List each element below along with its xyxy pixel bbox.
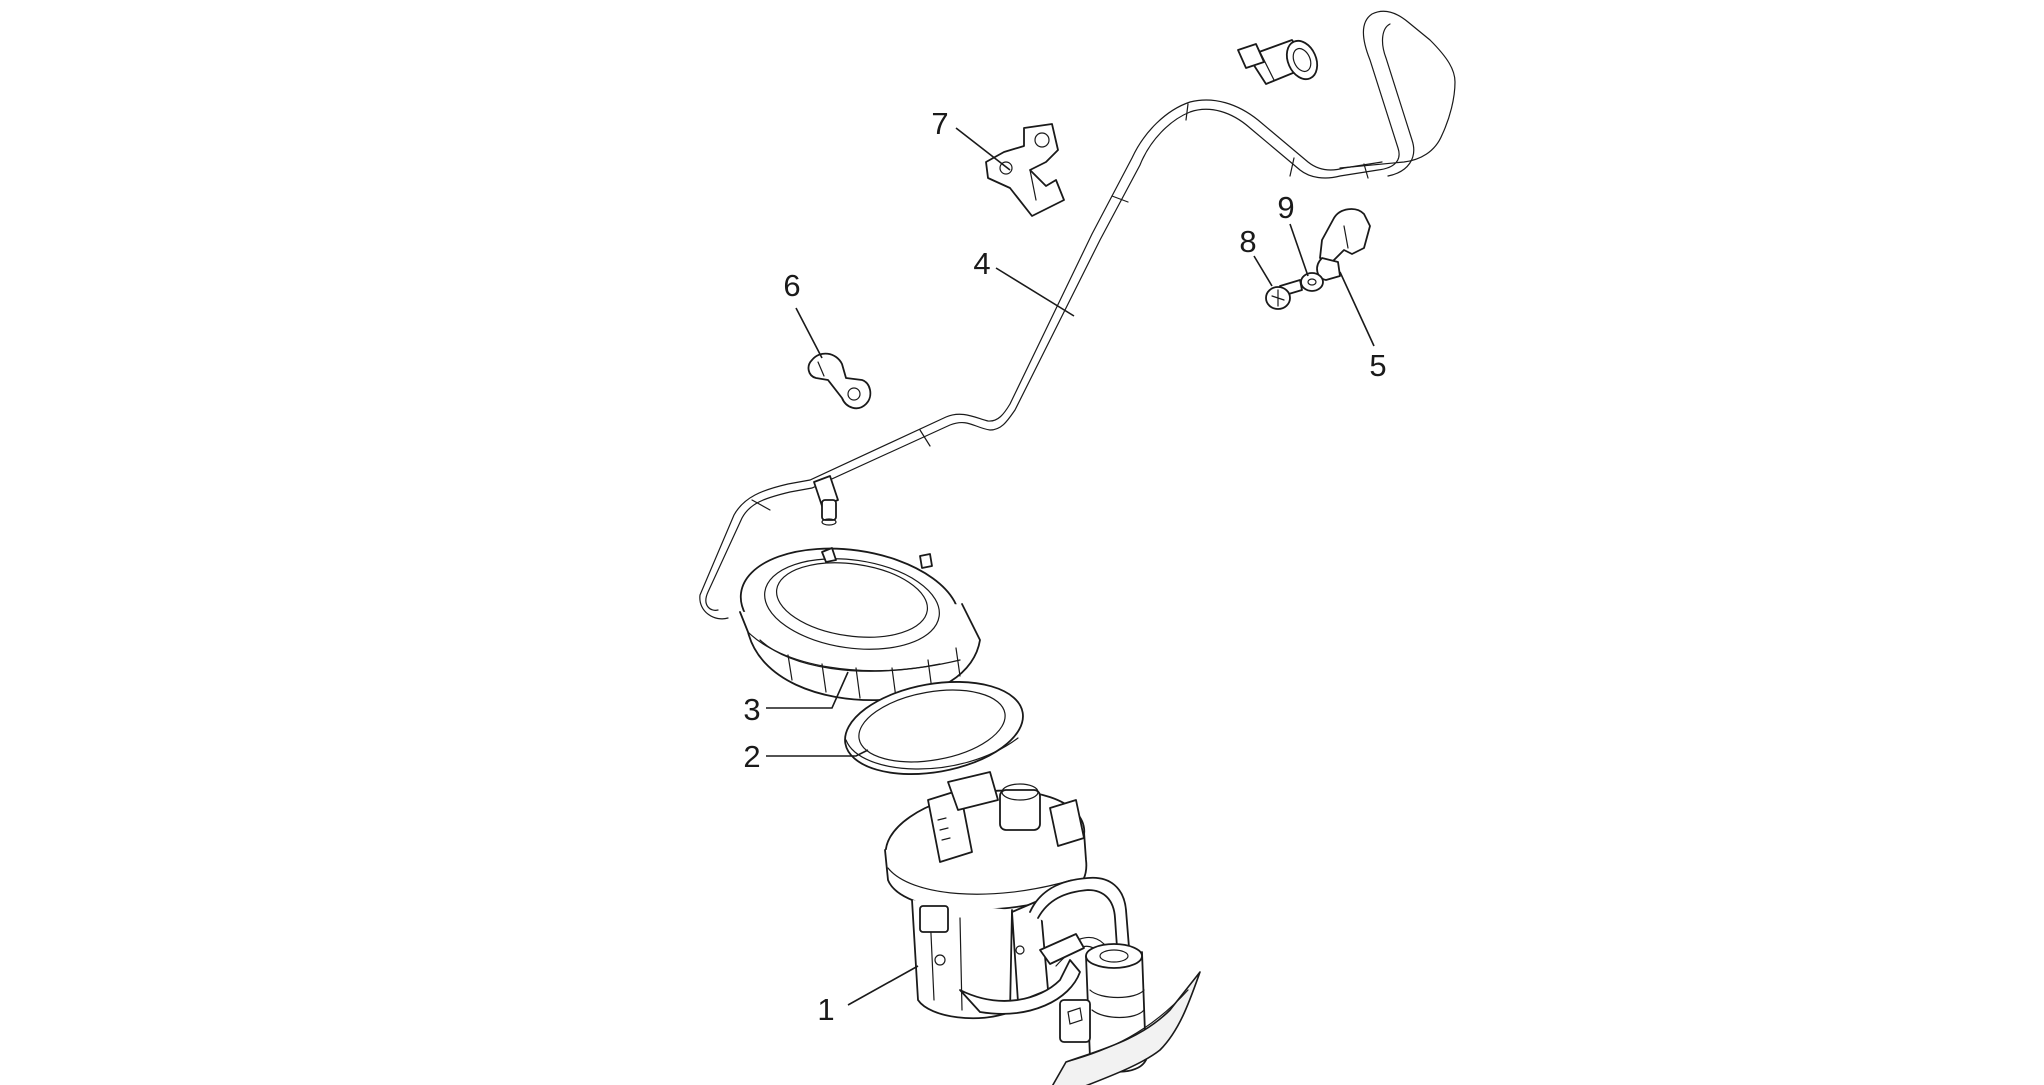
fuel-hose-part [699, 10, 1456, 620]
leader-line-1 [847, 965, 919, 1006]
leader-line-2 [766, 749, 869, 757]
callout-1: 1 [817, 992, 834, 1027]
fuel-pump-part [884, 771, 1201, 1085]
leader-lines [766, 127, 1375, 1006]
bracket-part [985, 123, 1065, 217]
hose-connector-upper [1237, 39, 1319, 85]
gasket-part [844, 681, 1024, 775]
callout-4: 4 [973, 246, 990, 281]
callout-2: 2 [743, 739, 760, 774]
callouts: 1 2 3 4 5 6 7 8 9 [743, 106, 1386, 1027]
callout-6: 6 [783, 268, 800, 303]
callout-5: 5 [1369, 348, 1386, 383]
leader-line-6 [795, 307, 823, 359]
leader-line-9 [1289, 223, 1309, 277]
leader-line-3 [766, 671, 849, 709]
leader-line-5 [1339, 271, 1375, 347]
leader-line-8 [1253, 255, 1273, 287]
washer-part [1300, 272, 1324, 292]
callout-9: 9 [1277, 190, 1294, 225]
ring-nut-part [739, 547, 981, 701]
clamp-part-6 [807, 352, 872, 410]
leader-line-7 [955, 127, 1011, 171]
callout-8: 8 [1239, 224, 1256, 259]
leader-line-4 [995, 267, 1075, 317]
callout-3: 3 [743, 692, 760, 727]
screw-part [1265, 279, 1303, 310]
hose-connector-lower [813, 475, 839, 526]
clamp-part-5 [1316, 208, 1371, 281]
callout-7: 7 [931, 106, 948, 141]
